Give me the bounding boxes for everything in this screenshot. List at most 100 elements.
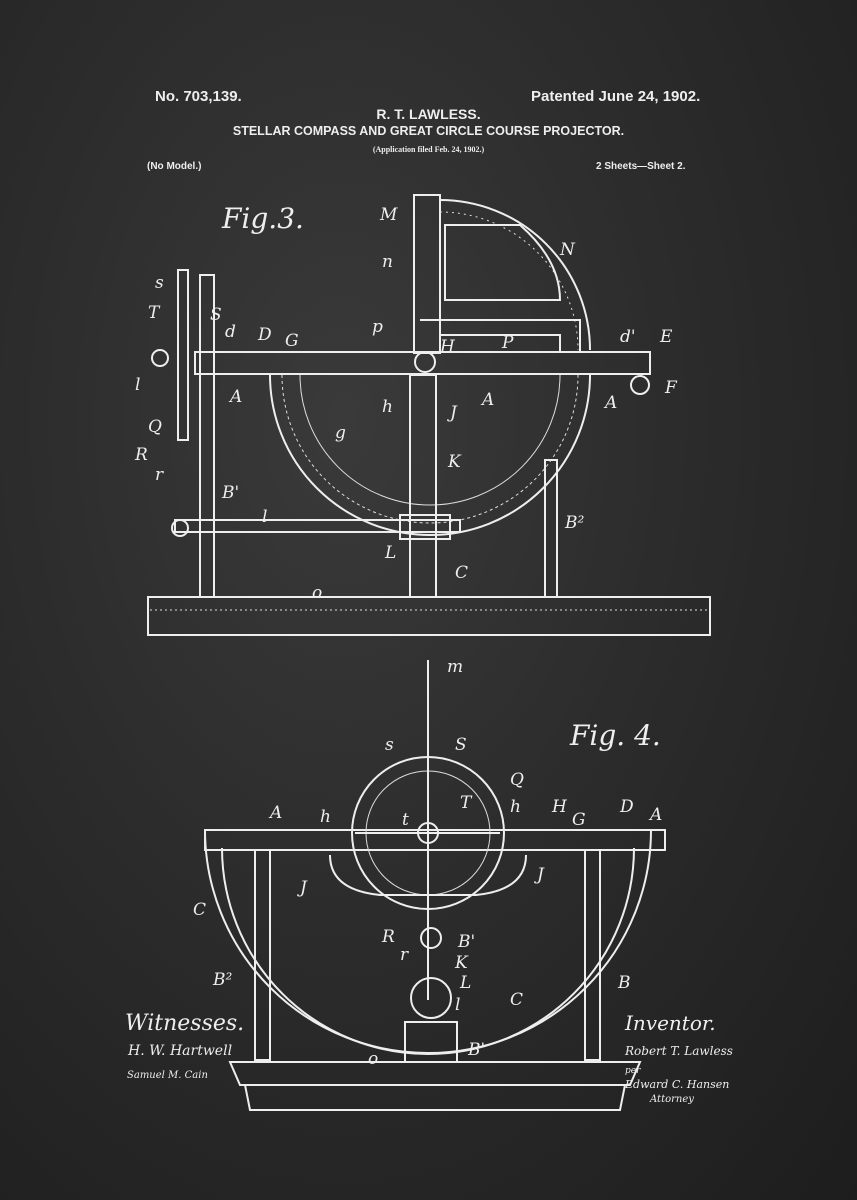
outer-semicircle-C — [204, 829, 652, 1054]
reference-label: d — [225, 322, 236, 342]
vertical-post-M — [413, 194, 441, 354]
quadrant-window — [444, 224, 562, 301]
patent-number: No. 703,139. — [155, 88, 242, 105]
knob-r — [420, 927, 442, 949]
reference-label: s — [385, 735, 394, 755]
witness-signature-1: H. W. Hartwell — [127, 1043, 232, 1059]
reference-label: J — [297, 878, 308, 898]
reference-label: s — [155, 273, 164, 293]
gear-teeth — [281, 374, 579, 524]
reference-label: A — [648, 805, 662, 825]
reference-label: K — [454, 953, 469, 973]
reference-label: o — [368, 1049, 378, 1069]
reference-label: o — [312, 583, 322, 603]
gear-inner — [299, 374, 561, 506]
reference-label: t — [402, 810, 409, 830]
inventor-heading: R. T. LAWLESS. — [376, 106, 481, 122]
reference-label: G — [572, 810, 586, 830]
column-J — [409, 374, 437, 598]
horizontal-bar-D — [204, 829, 666, 851]
reference-label: d' — [620, 327, 636, 347]
post-B — [584, 849, 601, 1061]
reference-label: n — [382, 252, 393, 272]
reference-label: C — [193, 900, 206, 920]
scale-S — [177, 269, 189, 441]
reference-label: l — [135, 375, 140, 395]
sheet-number: 2 Sheets—Sheet 2. — [596, 161, 686, 172]
reference-label: F — [664, 378, 678, 398]
reference-label: C — [455, 563, 468, 583]
reference-label: A — [268, 803, 282, 823]
reference-label: D — [619, 797, 634, 817]
arm-P — [420, 319, 581, 352]
patent-title: STELLAR COMPASS AND GREAT CIRCLE COURSE … — [232, 124, 625, 138]
application-date: (Application filed Feb. 24, 1902.) — [372, 145, 485, 154]
post-B2 — [254, 849, 271, 1061]
yoke-J — [329, 854, 527, 896]
inner-semicircle — [221, 847, 635, 1055]
reference-label: L — [459, 973, 471, 993]
reference-label: m — [447, 657, 463, 677]
patent-date: Patented June 24, 1902. — [531, 88, 701, 105]
reference-label: p — [372, 317, 383, 337]
witnesses-label: Witnesses. — [125, 1011, 244, 1036]
knob-l — [171, 519, 189, 537]
reference-label: T — [460, 793, 473, 813]
inventor-signature: Robert T. Lawless — [624, 1044, 733, 1058]
reference-label: R — [134, 445, 148, 465]
reference-label: r — [155, 465, 164, 485]
reference-label: l — [455, 995, 460, 1015]
reference-label: P — [501, 333, 514, 353]
inventor-label: Inventor. — [624, 1011, 716, 1035]
reference-label: A — [228, 387, 242, 407]
worm-L — [399, 514, 451, 540]
quadrant-arc-N — [439, 199, 591, 351]
reference-label: J — [534, 865, 545, 885]
reference-label: N — [559, 240, 576, 260]
attorney-label: Attorney — [649, 1094, 694, 1105]
bracket-B1 — [404, 1021, 458, 1063]
attorney-signature: Edward C. Hansen — [624, 1078, 729, 1091]
reference-label: S — [455, 735, 467, 755]
reference-label: B' — [221, 483, 239, 503]
reference-label: L — [384, 543, 396, 563]
reference-label: B — [617, 973, 631, 993]
gear-l — [410, 977, 452, 1019]
signatures: Witnesses. H. W. Hartwell Samuel M. Cain… — [125, 1011, 733, 1105]
reference-label: Q — [510, 770, 524, 790]
reference-label: B' — [467, 1040, 485, 1060]
reference-label: J — [447, 403, 458, 423]
reference-label: M — [379, 205, 398, 225]
reference-label: A — [480, 390, 494, 410]
reference-label: H — [551, 797, 568, 817]
reference-label: B² — [212, 970, 232, 990]
reference-label: B² — [564, 513, 584, 533]
reference-label: h — [320, 807, 331, 827]
reference-label: h — [382, 397, 393, 417]
reference-label: E — [659, 327, 673, 347]
gear-semicircle — [269, 374, 591, 536]
no-model-note: (No Model.) — [147, 161, 202, 172]
reference-label: l — [262, 507, 267, 527]
base-o — [228, 1061, 642, 1111]
reference-label: S — [210, 305, 222, 325]
reference-label: r — [400, 945, 409, 965]
reference-label: C — [510, 990, 523, 1010]
reference-label: R — [381, 927, 395, 947]
per-text: per — [625, 1066, 641, 1076]
fig4-title: Fig. 4. — [569, 719, 661, 752]
base-o — [147, 596, 711, 636]
reference-label: T — [148, 303, 161, 323]
reference-label: D — [257, 325, 272, 345]
reference-label: H — [439, 337, 456, 357]
reference-label: g — [335, 423, 346, 443]
reference-label: B' — [457, 932, 475, 952]
reference-label: K — [447, 452, 462, 472]
reference-label: h — [510, 797, 521, 817]
hub-t — [417, 822, 439, 844]
wheel-F — [630, 375, 650, 395]
reference-label: A — [603, 393, 617, 413]
